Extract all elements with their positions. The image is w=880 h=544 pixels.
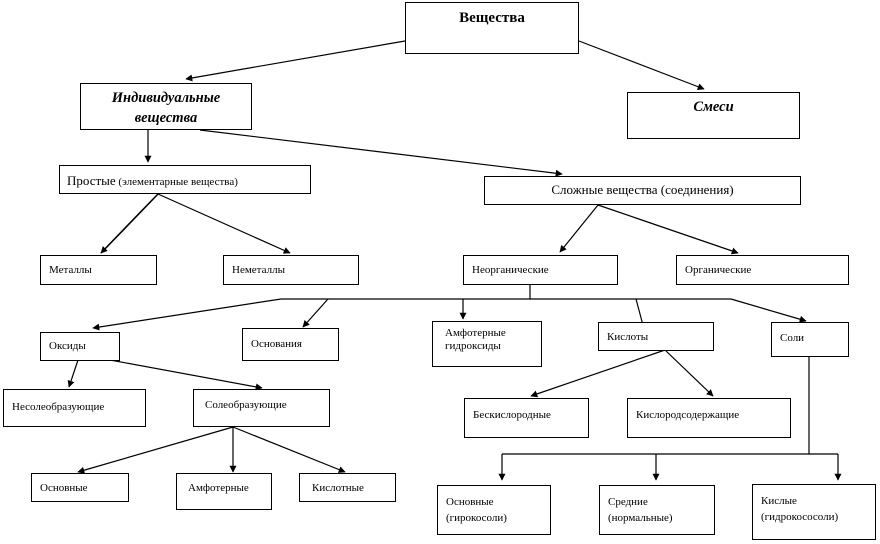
node-nonsaltforming-label: Несолеобразующие: [12, 401, 105, 413]
node-acidic-oxides-label: Кислотные: [312, 482, 364, 494]
node-inorganic-label: Неорганические: [472, 264, 549, 276]
edge-simple-nonmetals: [157, 193, 291, 254]
node-basic-salts-label: Основные (гирокосоли): [446, 496, 507, 524]
node-metals-label: Металлы: [49, 264, 92, 276]
edge-complex-inorganic: [559, 204, 599, 253]
node-individual-label: Индивидуальные вещества: [111, 90, 221, 126]
node-substances: Вещества: [405, 2, 579, 54]
node-acid-salts-label: Кислые (гидрокососоли): [761, 495, 839, 523]
node-bases: Основания: [242, 328, 339, 361]
node-saltforming-label: Солеобразующие: [205, 399, 287, 411]
node-middle-salts-label: Средние (нормальные): [608, 496, 673, 524]
edge-bus-bases: [302, 298, 329, 328]
node-oxygen-containing-acids: Кислородсодержащие: [627, 398, 791, 438]
node-bases-label: Основания: [251, 338, 302, 350]
node-oxygen-free-acids: Бескислородные: [464, 398, 589, 438]
node-oxygen-free-label: Бескислородные: [473, 409, 551, 421]
node-organic-label: Органические: [685, 264, 752, 276]
node-salts: Соли: [771, 322, 849, 357]
node-middle-salts: Средние (нормальные): [599, 485, 715, 535]
edge-root-individual: [185, 40, 406, 82]
edge-acids-oxygenfree: [530, 349, 666, 398]
node-individual-substances: Индивидуальные вещества: [80, 83, 252, 130]
node-simple-substances: Простые (элементарные вещества): [59, 165, 311, 194]
node-inorganic: Неорганические: [463, 255, 618, 285]
node-simple-label-main: Простые: [67, 173, 116, 188]
node-amphoteric-oxides-label: Амфотерные: [188, 482, 249, 494]
node-acid-salts: Кислые (гидрокососоли): [752, 484, 876, 540]
node-basic-salts: Основные (гирокосоли): [437, 485, 551, 535]
edge-complex-organic: [597, 204, 739, 255]
edge-simple-metals: [100, 193, 159, 254]
node-acids-label: Кислоты: [607, 331, 649, 343]
node-complex-label: Сложные вещества (соединения): [551, 182, 734, 197]
edge-oxides-nonsalt: [67, 359, 79, 388]
edge-salt-acidic: [232, 426, 346, 473]
node-mixtures: Смеси: [627, 92, 800, 139]
edge-acids-oxygencontaining: [664, 349, 714, 397]
node-amphoteric-hydroxides: Амфотерные гидроксиды: [432, 321, 542, 367]
node-saltforming: Солеобразующие: [193, 389, 330, 427]
node-acids: Кислоты: [598, 322, 714, 351]
node-amphoteric-hydroxides-label: Амфотерные гидроксиды: [445, 327, 506, 352]
node-complex-substances: Сложные вещества (соединения): [484, 176, 801, 205]
node-nonmetals-label: Неметаллы: [232, 264, 285, 276]
node-nonmetals: Неметаллы: [223, 255, 359, 285]
edge-oxides-salt: [109, 359, 263, 391]
node-substances-label: Вещества: [459, 10, 525, 26]
edge-individual-complex: [199, 129, 563, 177]
edge-root-mixtures: [578, 40, 705, 91]
node-mixtures-label: Смеси: [693, 99, 734, 115]
node-simple-label: Простые (элементарные вещества): [67, 174, 238, 189]
node-oxides: Оксиды: [40, 332, 120, 361]
node-acidic-oxides: Кислотные: [299, 473, 396, 502]
node-salts-label: Соли: [780, 332, 805, 344]
edge-bus-salts: [730, 298, 807, 323]
node-basic-oxides-label: Основные: [40, 482, 88, 494]
node-oxides-label: Оксиды: [49, 340, 86, 352]
node-simple-label-rest: (элементарные вещества): [115, 176, 238, 188]
node-metals: Металлы: [40, 255, 157, 285]
node-organic: Органические: [676, 255, 849, 285]
node-oxygen-containing-label: Кислородсодержащие: [636, 409, 740, 421]
node-basic-oxides: Основные: [31, 473, 129, 502]
node-nonsaltforming: Несолеобразующие: [3, 389, 146, 427]
node-amphoteric-oxides: Амфотерные: [176, 473, 272, 510]
edge-salt-basic: [77, 426, 234, 474]
edge-inorganic-bus: [92, 284, 531, 331]
